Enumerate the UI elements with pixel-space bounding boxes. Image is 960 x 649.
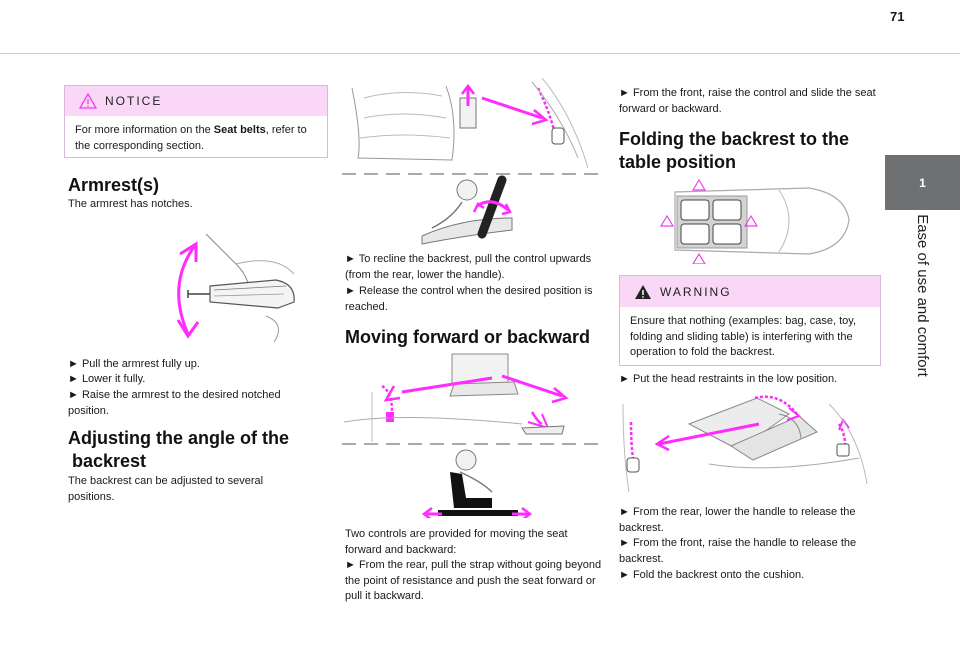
moving-step: ► From the rear, pull the strap without …	[345, 559, 602, 602]
seat-slide-illustration	[342, 353, 604, 518]
angle-heading-line1: Adjusting the angle of the	[68, 428, 289, 448]
recline-step-2: ► Release the control when the desired p…	[345, 285, 593, 313]
armrest-step-1: ► Pull the armrest fully up.	[68, 358, 200, 370]
armrest-step-3: ► Raise the armrest to the desired notch…	[68, 389, 281, 417]
final-step-3: ► Fold the backrest onto the cushion.	[619, 569, 805, 581]
page-number: 71	[890, 9, 905, 24]
warning-triangle-icon	[79, 93, 97, 109]
warning-box: WARNING Ensure that nothing (examples: b…	[619, 275, 881, 366]
armrest-illustration	[176, 233, 295, 343]
final-step-2: ► From the front, raise the handle to re…	[619, 537, 857, 565]
moving-heading: Moving forward or backward	[345, 327, 591, 347]
angle-text: The backrest can be adjusted to several …	[68, 475, 264, 503]
notice-box: NOTICE For more information on the Seat …	[64, 85, 328, 158]
seat-recline-illustration	[342, 78, 604, 245]
head-restraints-step: ► Put the head restraints in the low pos…	[619, 373, 838, 385]
armrest-heading: Armrest(s)	[68, 175, 160, 195]
backrest-fold-illustration	[622, 395, 868, 493]
notice-text: For more information on the Seat belts, …	[75, 124, 307, 152]
warning-triangle-icon	[635, 284, 651, 299]
warning-header: WARNING	[620, 276, 880, 307]
recline-step-1: ► To recline the backrest, pull the cont…	[345, 253, 592, 281]
final-step-1: ► From the rear, lower the handle to rel…	[619, 506, 856, 534]
armrest-step-2: ► Lower it fully.	[68, 373, 146, 385]
moving-text: Two controls are provided for moving the…	[345, 528, 568, 556]
armrest-intro: The armrest has notches.	[68, 198, 193, 210]
folding-heading-line1: Folding the backrest to the	[619, 129, 850, 149]
warning-label: WARNING	[660, 284, 732, 299]
front-step: ► From the front, raise the control and …	[619, 87, 876, 115]
top-rule	[0, 53, 960, 54]
notice-header: NOTICE	[65, 86, 327, 116]
warning-text: Ensure that nothing (examples: bag, case…	[630, 315, 857, 358]
folding-heading-line2: table position	[619, 152, 736, 172]
chapter-tab-label: Ease of use and comfort	[914, 213, 931, 377]
vehicle-seat-layout-illustration	[659, 178, 850, 264]
notice-label: NOTICE	[105, 94, 163, 108]
chapter-tab-number[interactable]: 1	[885, 155, 960, 210]
angle-heading-line2: backrest	[72, 451, 147, 471]
